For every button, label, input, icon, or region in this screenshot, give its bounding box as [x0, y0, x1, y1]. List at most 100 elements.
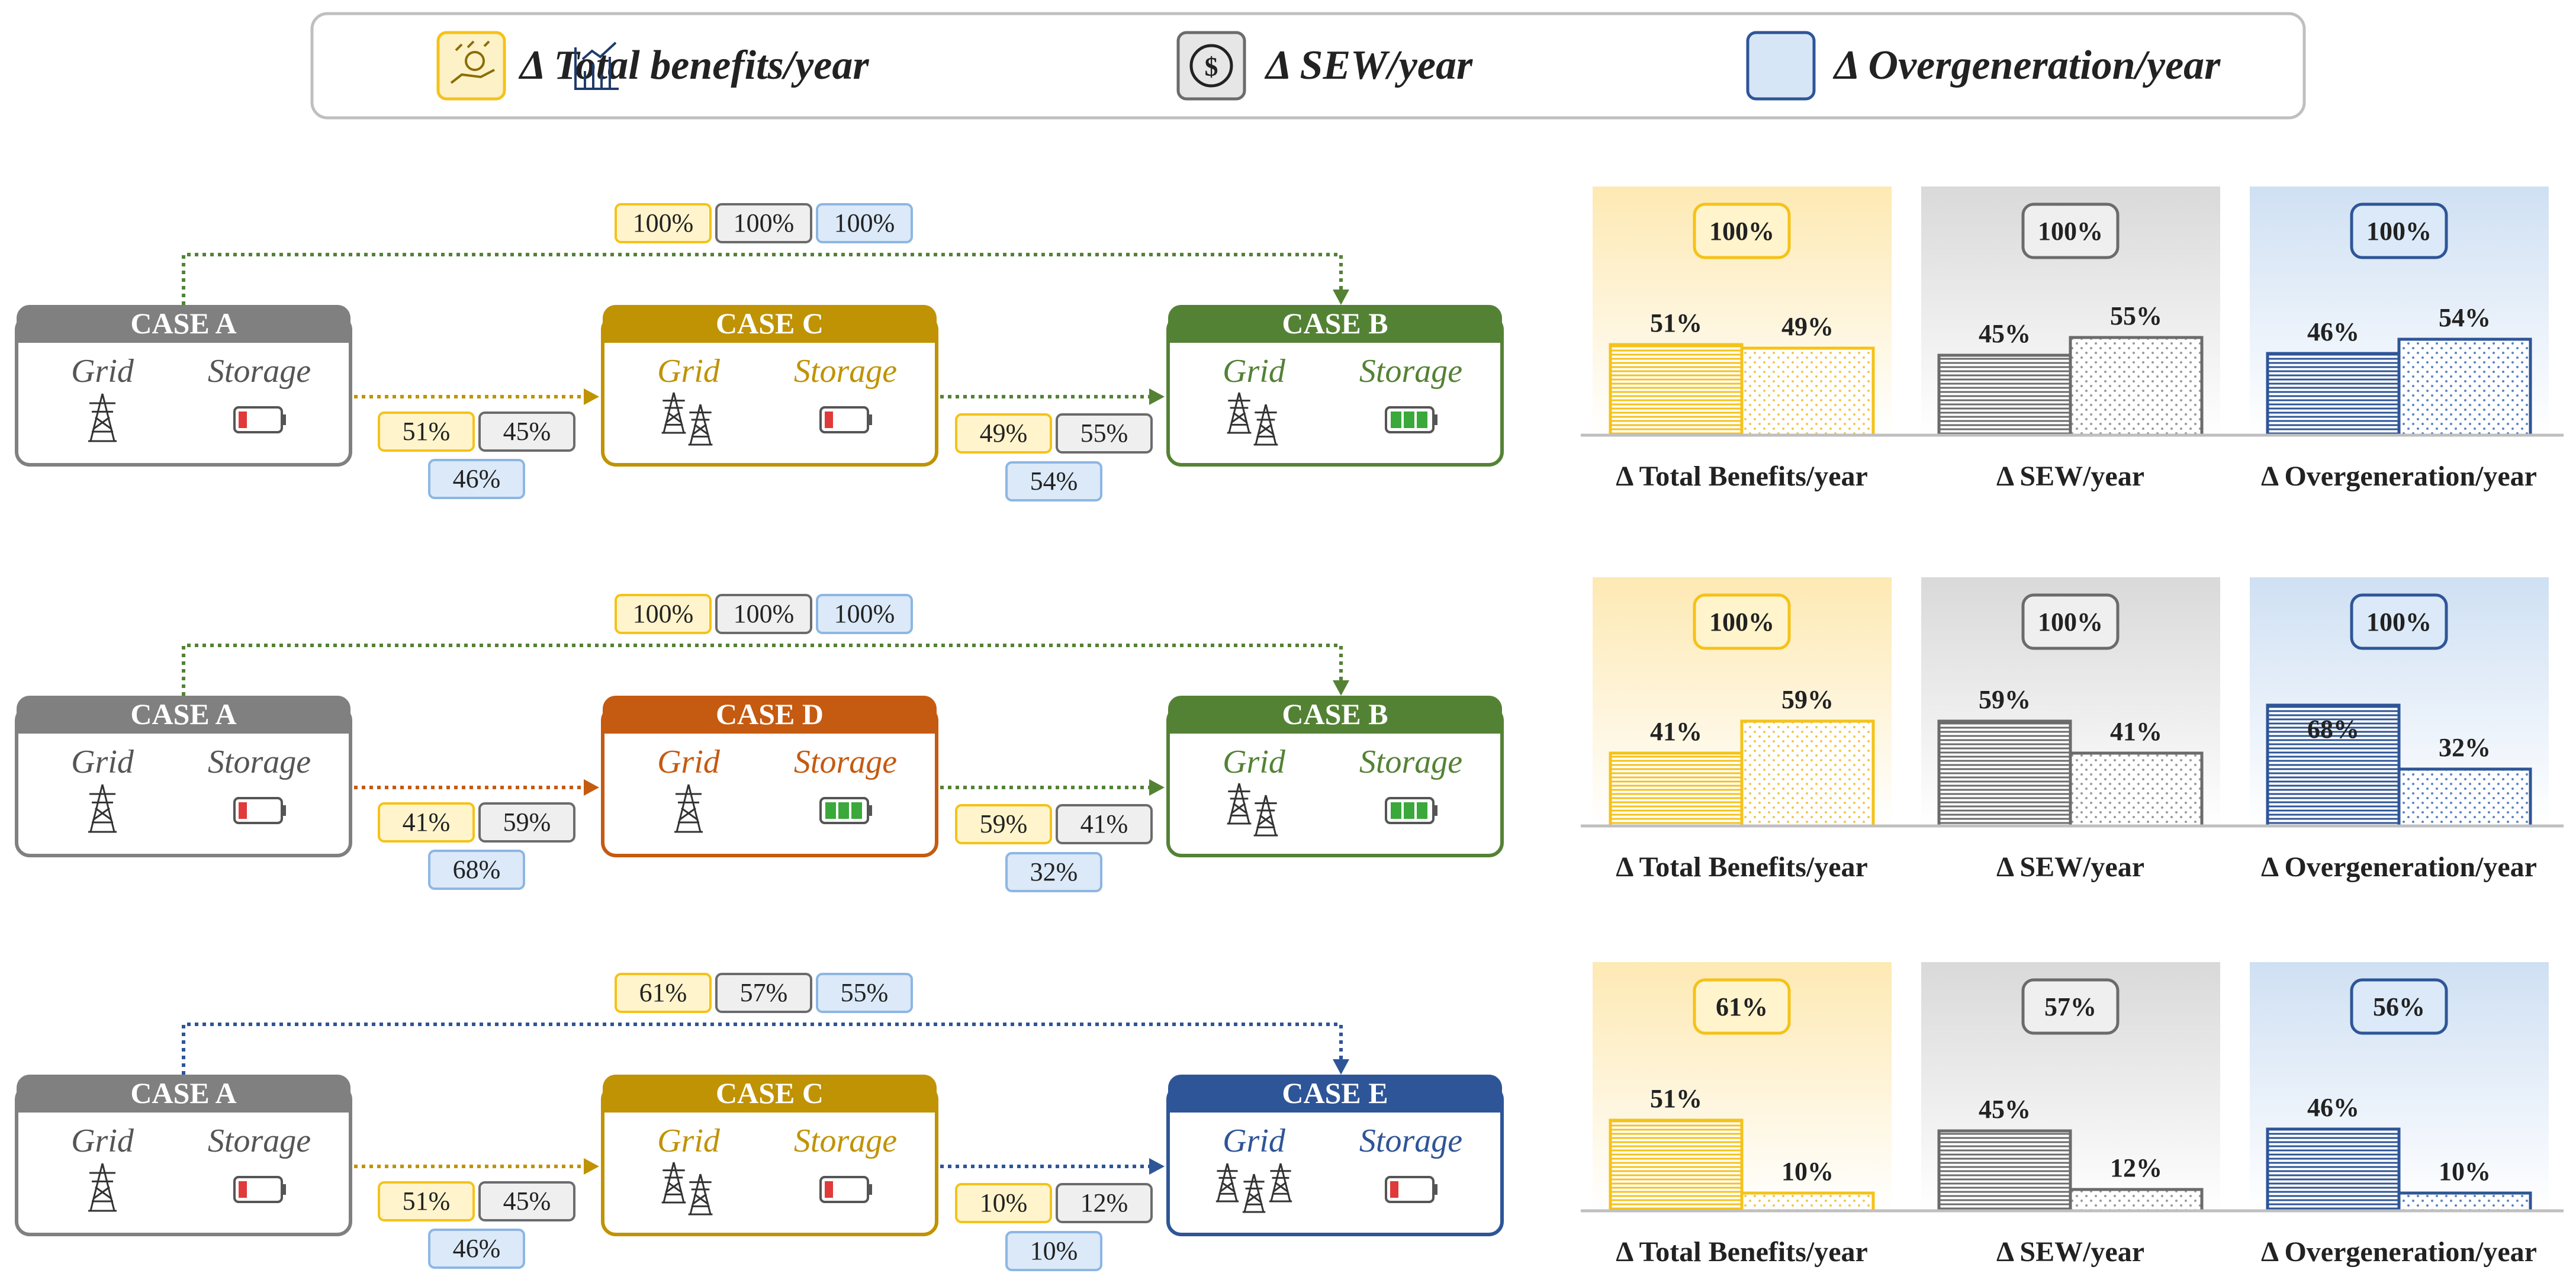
grid-label: Grid	[657, 744, 721, 780]
bar-hatched	[1609, 343, 1744, 437]
pill-frame	[478, 411, 575, 452]
flow-arrow	[940, 388, 1165, 405]
percent-pill: 49%	[955, 413, 1052, 454]
grid-label: Grid	[71, 353, 134, 390]
pill-frame	[615, 973, 712, 1013]
tower-braces	[1230, 802, 1249, 816]
transmission-tower-icon	[1253, 404, 1278, 446]
percent-pill: 41%	[1056, 804, 1153, 844]
case-title: CASE C	[716, 1076, 824, 1110]
chart-x-label: Δ Total Benefits/year	[1616, 1236, 1868, 1268]
bar-dotted	[2069, 336, 2204, 437]
grid-label: Grid	[1223, 353, 1286, 390]
grid-label: Grid	[657, 353, 721, 390]
transmission-tower-icon	[688, 1174, 713, 1216]
bar-hatched	[1609, 1118, 1744, 1213]
battery-icon	[1385, 406, 1437, 433]
percent-pill: 57%	[715, 973, 812, 1013]
battery-charge-low	[825, 1181, 833, 1198]
battery-charge-low	[1390, 1181, 1398, 1198]
transmission-tower-icon	[661, 392, 686, 434]
pill-value: 100%	[734, 599, 795, 628]
storage-label: Storage	[1359, 1123, 1462, 1159]
bar-dotted	[1740, 719, 1875, 828]
transmission-tower-icon	[661, 1162, 686, 1204]
pill-frame	[615, 594, 712, 634]
bar-total-value: 100%	[1709, 217, 1774, 246]
percent-pill: 100%	[816, 594, 913, 634]
case-header-fill	[603, 1092, 937, 1113]
bar-total-pill	[2021, 593, 2120, 650]
bar-hatched	[1937, 719, 2072, 828]
bar-total-value: 100%	[2038, 607, 2103, 636]
pill-frame	[428, 850, 525, 890]
battery-terminal	[1433, 1184, 1437, 1195]
bar-label: 49%	[1781, 312, 1834, 341]
percent-pill: 100%	[615, 203, 712, 243]
bar-total-pill	[1693, 978, 1791, 1035]
tower-braces	[678, 807, 699, 824]
pill-value: 51%	[403, 1187, 451, 1216]
bar-hatched	[1937, 1129, 2072, 1213]
legend-label-sew: Δ SEW/year	[1264, 43, 1473, 88]
percent-pill: 55%	[816, 973, 913, 1013]
pill-value: 55%	[841, 978, 889, 1007]
pill-value: 61%	[639, 978, 687, 1007]
pill-value: 41%	[403, 808, 451, 837]
tower-braces	[1256, 814, 1275, 828]
bar-total-pill	[1693, 593, 1791, 650]
storage-label: Storage	[794, 353, 897, 390]
pill-frame	[378, 411, 475, 452]
pill-value: 57%	[740, 978, 788, 1007]
flow-arrow-head	[584, 1158, 599, 1175]
bypass-arrow-head	[1333, 1059, 1349, 1075]
pill-frame	[715, 973, 812, 1013]
flow-arrow-head	[1149, 1158, 1165, 1175]
bar-label: 41%	[2110, 717, 2162, 746]
grid-label: Grid	[71, 1123, 134, 1159]
pill-value: 12%	[1080, 1188, 1128, 1217]
battery-terminal	[868, 1184, 872, 1195]
battery-charge-cell	[838, 802, 849, 819]
tower-braces	[664, 411, 683, 426]
bar-label: 51%	[1650, 1084, 1702, 1113]
bar-total-value: 61%	[1716, 992, 1768, 1021]
bar-total-pill	[2021, 978, 2120, 1035]
bar-label: 55%	[2110, 301, 2162, 330]
bar-label: 45%	[1979, 1095, 2031, 1124]
pill-frame	[816, 973, 913, 1013]
bar-dotted	[1740, 346, 1875, 437]
battery-icon	[1385, 797, 1437, 824]
case-title: CASE D	[716, 697, 824, 731]
case-title: CASE A	[130, 697, 236, 731]
pill-frame	[816, 594, 913, 634]
bar-label: 59%	[1781, 685, 1834, 714]
battery-icon	[233, 406, 286, 433]
bypass-arrow-line	[182, 1023, 1343, 1075]
battery-charge-low	[825, 411, 833, 428]
percent-pill: 54%	[1005, 461, 1102, 501]
pill-frame	[816, 203, 913, 243]
transmission-tower-icon	[88, 1163, 117, 1212]
battery-terminal	[1433, 805, 1437, 816]
bar-panel: 41%59%100%	[1593, 577, 1892, 828]
pill-frame	[378, 802, 475, 843]
tower-arms	[689, 1181, 712, 1191]
transmission-tower-icon	[688, 404, 713, 446]
storage-label: Storage	[208, 353, 311, 390]
battery-charge-cell	[1417, 802, 1427, 819]
pill-value: 100%	[834, 208, 895, 237]
bypass-arrow-line	[182, 253, 1343, 305]
battery-terminal	[282, 414, 286, 425]
percent-pill: 100%	[715, 594, 812, 634]
tower-braces	[691, 423, 710, 438]
storage-label: Storage	[794, 1123, 897, 1159]
tower-arms	[1255, 411, 1277, 421]
bar-total-pill	[1693, 202, 1791, 259]
